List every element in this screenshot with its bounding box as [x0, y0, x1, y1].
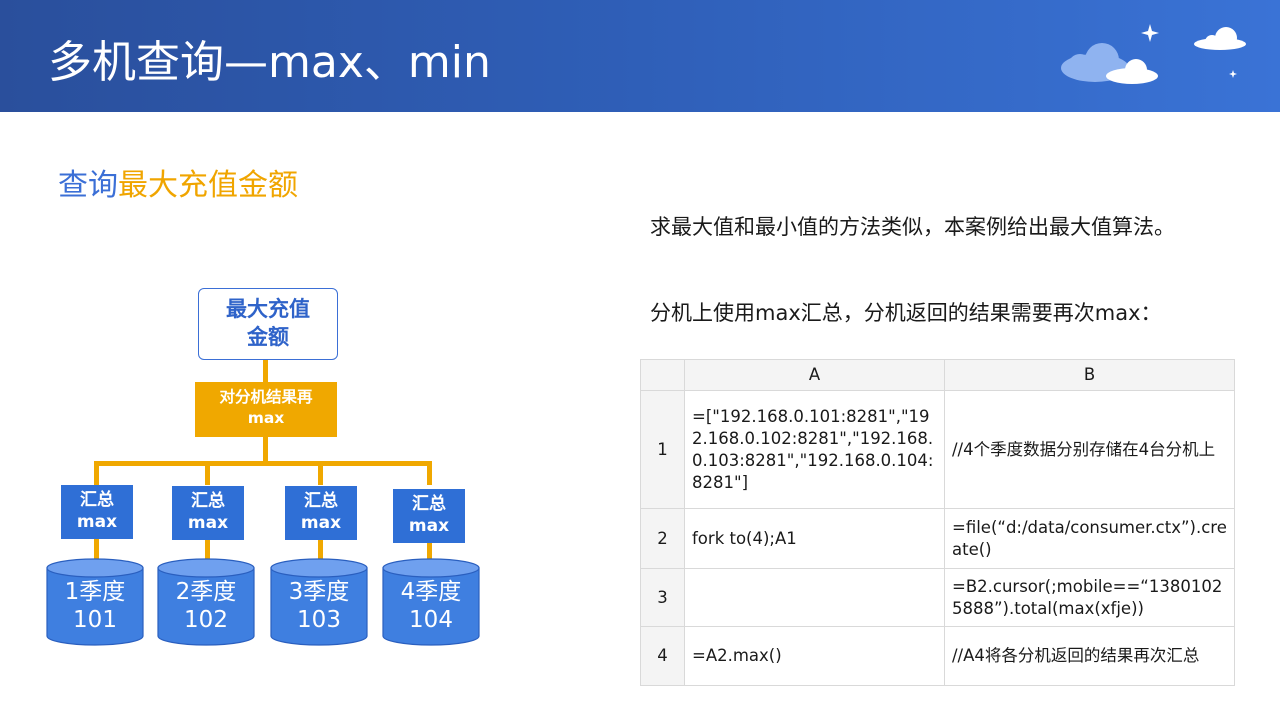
- corner-cell: [640, 359, 685, 391]
- database-name: 3季度: [288, 579, 350, 605]
- connector-horizontal: [94, 461, 432, 466]
- table-row: 2 fork to(4);A1 =file(“d:/data/consumer.…: [640, 508, 1235, 569]
- subtitle-topic: 最大充值金额: [118, 168, 298, 203]
- connector-db: [205, 540, 210, 560]
- database-id: 104: [409, 607, 453, 633]
- summary-node: 汇总 max: [393, 489, 465, 543]
- subtitle-query: 查询: [58, 168, 118, 203]
- database-name: 1季度: [64, 579, 126, 605]
- database-label: 1季度 101: [46, 578, 144, 634]
- cell-a1[interactable]: =["192.168.0.101:8281","192.168.0.102:82…: [684, 390, 945, 509]
- row-number[interactable]: 2: [640, 508, 685, 569]
- description-paragraph: 求最大值和最小值的方法类似，本案例给出最大值算法。: [650, 215, 1175, 239]
- database-label: 2季度 102: [157, 578, 255, 634]
- database-label: 3季度 103: [270, 578, 368, 634]
- connector-db: [318, 540, 323, 560]
- table-row: 1 =["192.168.0.101:8281","192.168.0.102:…: [640, 390, 1235, 509]
- summary-label: 汇总: [412, 494, 446, 514]
- header-bar: 多机查询—max、min: [0, 0, 1280, 112]
- code-grid: A B 1 =["192.168.0.101:8281","192.168.0.…: [640, 359, 1235, 686]
- database-id: 101: [73, 607, 117, 633]
- summary-label: 汇总: [191, 491, 225, 511]
- table-row: 3 =B2.cursor(;mobile==“13801025888”).tot…: [640, 568, 1235, 627]
- database-name: 2季度: [175, 579, 237, 605]
- tree-diagram: 最大充值 金额 对分机结果再 max 汇总 max 汇总 max 汇总 max …: [40, 280, 500, 660]
- connector-db: [427, 543, 432, 560]
- row-number[interactable]: 1: [640, 390, 685, 509]
- summary-node: 汇总 max: [285, 486, 357, 540]
- database-icon: [46, 558, 144, 646]
- summary-op: max: [76, 512, 118, 532]
- connector-branch: [205, 461, 210, 485]
- cell-b3[interactable]: =B2.cursor(;mobile==“13801025888”).total…: [944, 568, 1235, 627]
- root-label-line1: 最大充值: [226, 297, 310, 321]
- summary-node: 汇总 max: [61, 485, 133, 539]
- cell-b4[interactable]: //A4将各分机返回的结果再次汇总: [944, 626, 1235, 686]
- connector-root: [263, 360, 268, 382]
- summary-label: 汇总: [304, 491, 338, 511]
- root-label-line2: 金额: [247, 325, 289, 349]
- connector-branch: [94, 461, 99, 485]
- root-node: 最大充值 金额: [198, 288, 338, 360]
- row-number[interactable]: 3: [640, 568, 685, 627]
- database-id: 103: [297, 607, 341, 633]
- summary-node: 汇总 max: [172, 486, 244, 540]
- cell-a4[interactable]: =A2.max(): [684, 626, 945, 686]
- connector-op: [263, 437, 268, 463]
- column-header-b[interactable]: B: [944, 359, 1235, 391]
- method-paragraph: 分机上使用max汇总，分机返回的结果需要再次max：: [650, 301, 1162, 325]
- cloud-decoration-icon: [1061, 24, 1246, 84]
- summary-op: max: [300, 513, 342, 533]
- summary-op: max: [187, 513, 229, 533]
- op-label-line2: max: [247, 409, 285, 427]
- database-icon: [270, 558, 368, 646]
- database-icon: [157, 558, 255, 646]
- cell-b2[interactable]: =file(“d:/data/consumer.ctx”).create(): [944, 508, 1235, 569]
- table-row: 4 =A2.max() //A4将各分机返回的结果再次汇总: [640, 626, 1235, 686]
- database-name: 4季度: [400, 579, 462, 605]
- grid-header-row: A B: [640, 359, 1235, 391]
- row-number[interactable]: 4: [640, 626, 685, 686]
- cell-a3[interactable]: [684, 568, 945, 627]
- section-subtitle: 查询最大充值金额: [58, 160, 298, 204]
- page-title: 多机查询—max、min: [48, 37, 491, 88]
- database-label: 4季度 104: [382, 578, 480, 634]
- connector-branch: [318, 461, 323, 485]
- cell-b1[interactable]: //4个季度数据分别存储在4台分机上: [944, 390, 1235, 509]
- connector-branch: [427, 461, 432, 485]
- database-id: 102: [184, 607, 228, 633]
- summary-label: 汇总: [80, 490, 114, 510]
- summary-op: max: [408, 516, 450, 536]
- op-label-line1: 对分机结果再: [219, 388, 313, 406]
- column-header-a[interactable]: A: [684, 359, 945, 391]
- connector-db: [94, 539, 99, 559]
- cell-a2[interactable]: fork to(4);A1: [684, 508, 945, 569]
- database-icon: [382, 558, 480, 646]
- operation-node: 对分机结果再 max: [195, 382, 337, 437]
